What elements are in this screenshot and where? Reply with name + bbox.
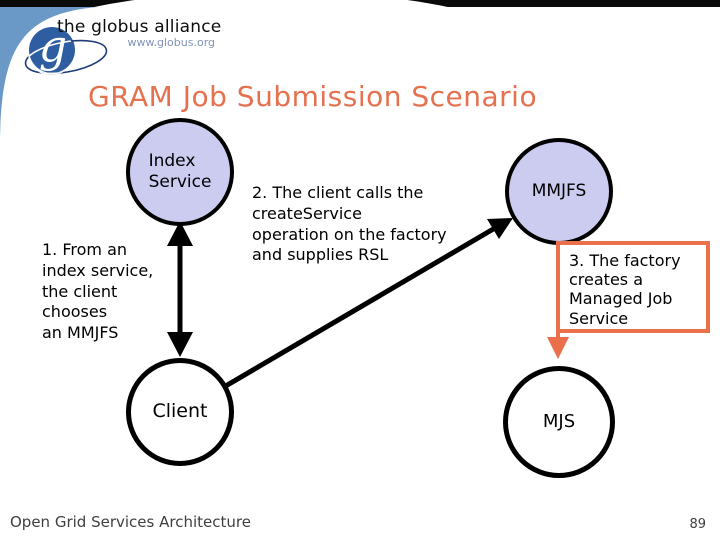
node-client: Client: [126, 358, 234, 466]
node-client-label: Client: [152, 400, 208, 423]
globus-brand-text: the globus alliance: [57, 17, 222, 37]
globus-url-text: www.globus.org: [127, 36, 215, 49]
annotation-step-1: 1. From an index service, the client cho…: [42, 240, 154, 343]
node-index-service: Index Service: [126, 118, 234, 226]
corner-blue-wedge: [0, 7, 97, 138]
annotation-step-3-box: 3. The factory creates a Managed Job Ser…: [556, 241, 710, 333]
node-mjs-label: MJS: [542, 410, 576, 432]
page-title: GRAM Job Submission Scenario: [88, 80, 538, 113]
header-ellipse-bite: [92, 0, 450, 8]
globus-logo-circle: [29, 27, 75, 73]
node-mmjfs: MMJFS: [505, 138, 613, 245]
node-index-service-label: Index Service: [148, 150, 212, 192]
annotation-step-2: 2. The client calls the createService op…: [252, 183, 447, 265]
footer-text: Open Grid Services Architecture: [10, 513, 251, 531]
page-number: 89: [689, 517, 706, 532]
node-mmjfs-label: MMJFS: [531, 180, 587, 201]
annotation-step-3-text: 3. The factory creates a Managed Job Ser…: [569, 251, 681, 328]
arrow-index-client: [167, 221, 193, 357]
node-mjs: MJS: [503, 366, 615, 478]
arrow-client-mmjfs: [222, 218, 513, 390]
header-decoration: [0, 0, 720, 138]
globus-g-monogram: g: [38, 21, 68, 72]
